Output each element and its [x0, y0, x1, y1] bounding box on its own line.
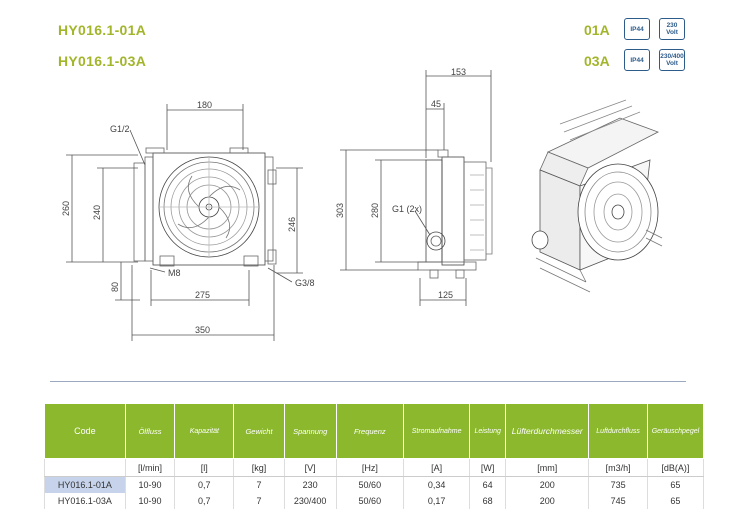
dim-label-260: 260: [61, 201, 71, 216]
dim-label-180: 180: [197, 100, 212, 110]
col-header-oilflow: Ölfluss: [124, 403, 176, 459]
unit-cell: [W]: [469, 458, 507, 477]
ip-rating-label: IP44: [630, 56, 644, 64]
col-header-voltage: Spannung: [283, 403, 337, 459]
dim-label-153: 153: [451, 67, 466, 77]
dim-label-275: 275: [195, 290, 210, 300]
dim-label-280: 280: [370, 203, 380, 218]
table-cell: 230/400: [283, 493, 337, 509]
table-cell: 65: [646, 476, 705, 493]
col-header-noise: Geräuschpegel: [646, 403, 705, 459]
model-title-01a: HY016.1-01A: [58, 22, 147, 38]
ip-rating-label: IP44: [630, 25, 644, 33]
dim-label-g1: G1 (2x): [392, 204, 422, 214]
unit-cell: [44, 458, 126, 477]
table-cell: 64: [469, 476, 507, 493]
row-code-cell[interactable]: HY016.1-03A: [44, 493, 126, 509]
unit-cell: [dB(A)]: [646, 458, 705, 477]
table-cell: 0,17: [403, 493, 471, 509]
unit-cell: [m3/h]: [588, 458, 648, 477]
dim-label-350: 350: [195, 325, 210, 335]
col-header-code: Code: [44, 403, 126, 459]
technical-drawing: 180 G1/2 260 240 246 80 M8 G3/8 275 350 …: [61, 67, 663, 341]
table-cell: 7: [233, 493, 285, 509]
front-view: [66, 104, 303, 341]
unit-cell: [l/min]: [124, 458, 176, 477]
col-header-capacity: Kapazität: [174, 403, 235, 459]
dim-label-240: 240: [92, 205, 102, 220]
col-header-power: Leistung: [469, 403, 507, 459]
unit-cell: [V]: [283, 458, 337, 477]
table-row: HY016.1-03A 10-90 0,7 7 230/400 50/60 0,…: [44, 493, 705, 509]
table-cell: 10-90: [124, 476, 176, 493]
table-cell: 50/60: [335, 476, 405, 493]
dim-label-246: 246: [287, 217, 297, 232]
unit-cell: [A]: [403, 458, 471, 477]
model-title-03a: HY016.1-03A: [58, 53, 147, 69]
dim-label-80: 80: [110, 282, 120, 292]
col-header-fan-diameter: Lüfterdurchmesser: [505, 403, 590, 459]
dim-label-45: 45: [431, 99, 441, 109]
dim-label-m8: M8: [168, 268, 181, 278]
col-header-frequency: Frequenz: [335, 403, 405, 459]
table-cell: 0,34: [403, 476, 471, 493]
variant-code-01a: 01A: [584, 22, 610, 38]
unit-cell: [Hz]: [335, 458, 405, 477]
table-cell: 50/60: [335, 493, 405, 509]
table-cell: 7: [233, 476, 285, 493]
variant-code-03a: 03A: [584, 53, 610, 69]
col-header-weight: Gewicht: [233, 403, 285, 459]
dim-label-g38: G3/8: [295, 278, 315, 288]
row-code-cell[interactable]: HY016.1-01A: [44, 476, 126, 493]
section-divider: [50, 381, 686, 382]
ip44-badge-01a: IP44: [624, 18, 650, 40]
table-cell: 65: [646, 493, 705, 509]
table-cell: 745: [588, 493, 648, 509]
table-row: HY016.1-01A 10-90 0,7 7 230 50/60 0,34 6…: [44, 476, 705, 493]
dim-label-g12: G1/2: [110, 124, 130, 134]
dim-label-303: 303: [335, 203, 345, 218]
unit-cell: [l]: [174, 458, 235, 477]
table-cell: 10-90: [124, 493, 176, 509]
dim-label-125: 125: [438, 290, 453, 300]
table-cell: 200: [505, 493, 590, 509]
col-header-airflow: Luftdurchfluss: [588, 403, 648, 459]
side-view: [340, 70, 493, 306]
table-cell: 230: [283, 476, 337, 493]
table-cell: 200: [505, 476, 590, 493]
spec-table: Code Ölfluss Kapazität Gewicht Spannung …: [44, 403, 705, 509]
col-header-current: Stromaufnahme: [403, 403, 471, 459]
table-cell: 735: [588, 476, 648, 493]
table-cell: 68: [469, 493, 507, 509]
isometric-view: [531, 99, 663, 293]
table-cell: 0,7: [174, 493, 235, 509]
ip44-badge-03a: IP44: [624, 49, 650, 71]
units-row: [l/min] [l] [kg] [V] [Hz] [A] [W] [mm] […: [44, 458, 705, 477]
table-cell: 0,7: [174, 476, 235, 493]
table-header-row: Code Ölfluss Kapazität Gewicht Spannung …: [44, 403, 705, 459]
unit-cell: [mm]: [505, 458, 590, 477]
unit-cell: [kg]: [233, 458, 285, 477]
